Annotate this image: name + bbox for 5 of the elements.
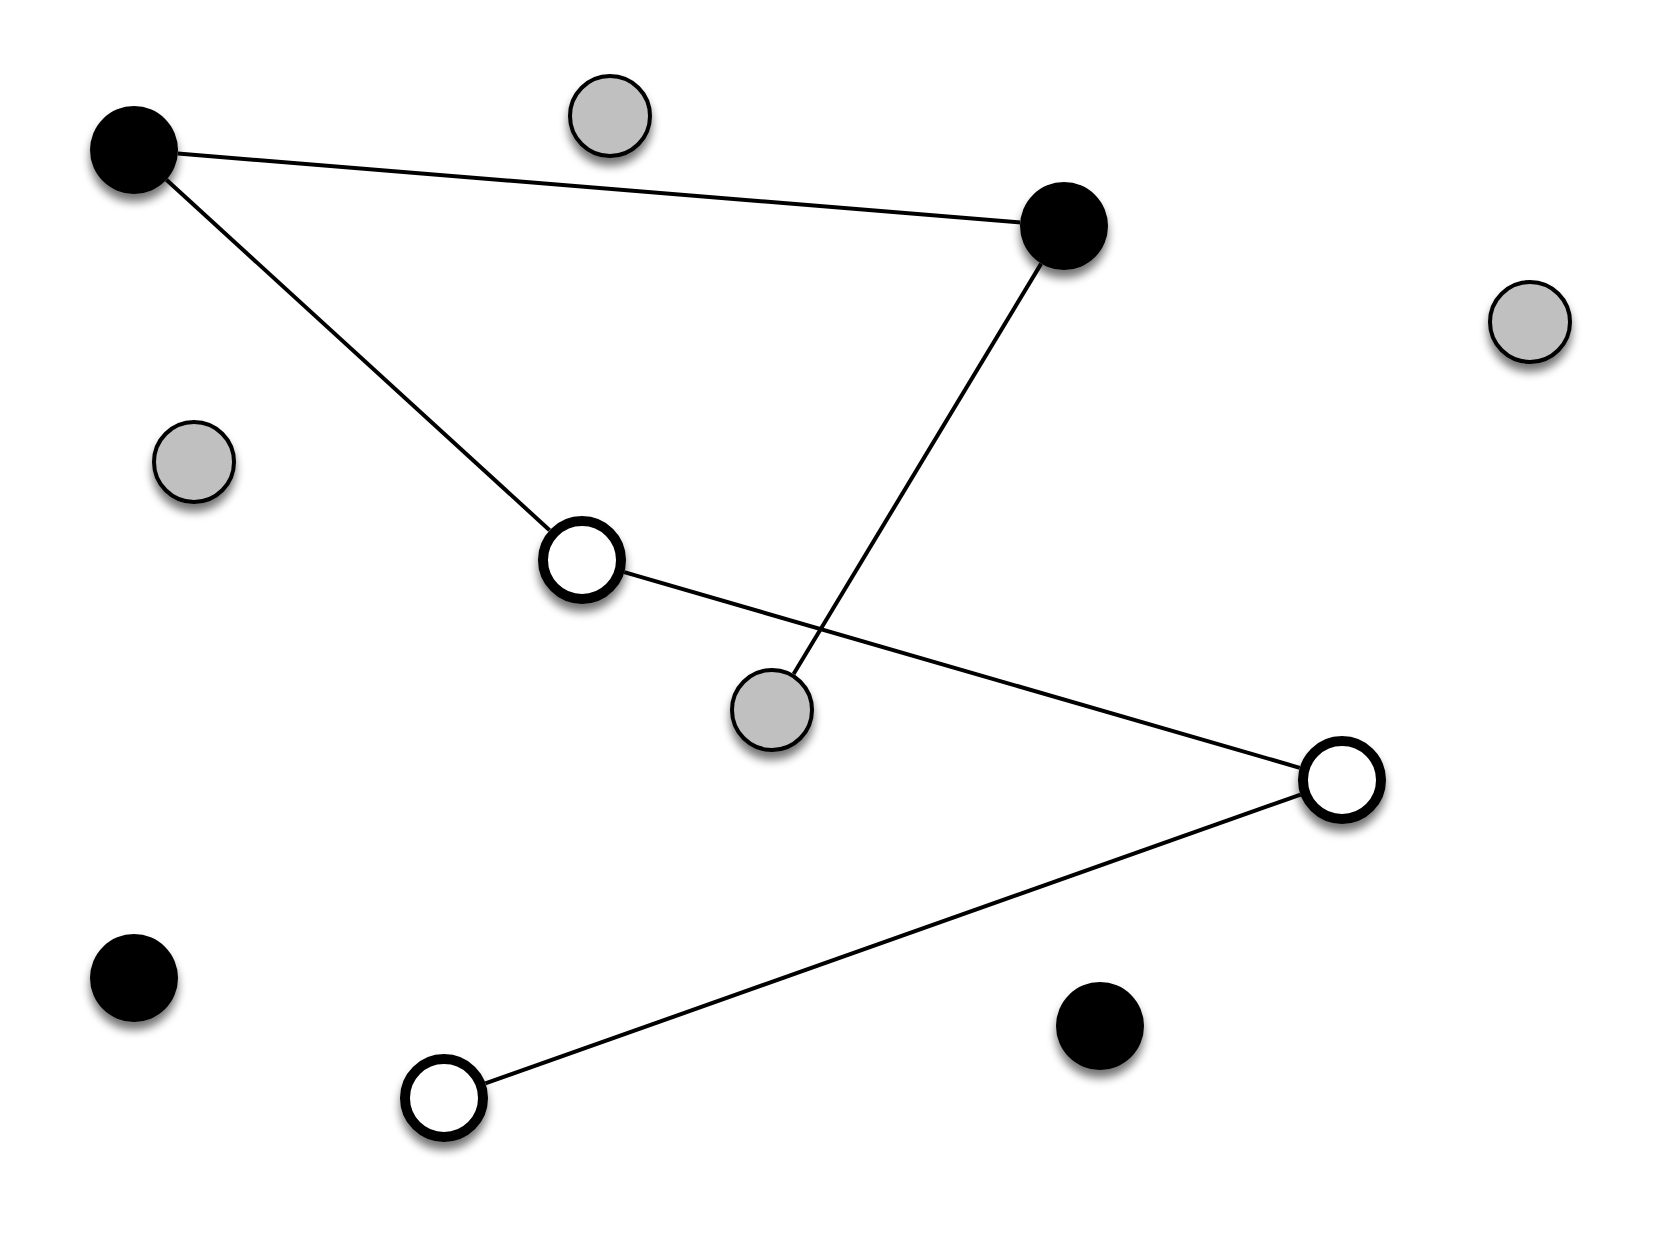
- connector-line: [177, 151, 1021, 225]
- connector-line: [791, 262, 1043, 676]
- connector-line: [623, 570, 1301, 770]
- connector-line: [484, 792, 1302, 1086]
- connector-line: [165, 178, 551, 532]
